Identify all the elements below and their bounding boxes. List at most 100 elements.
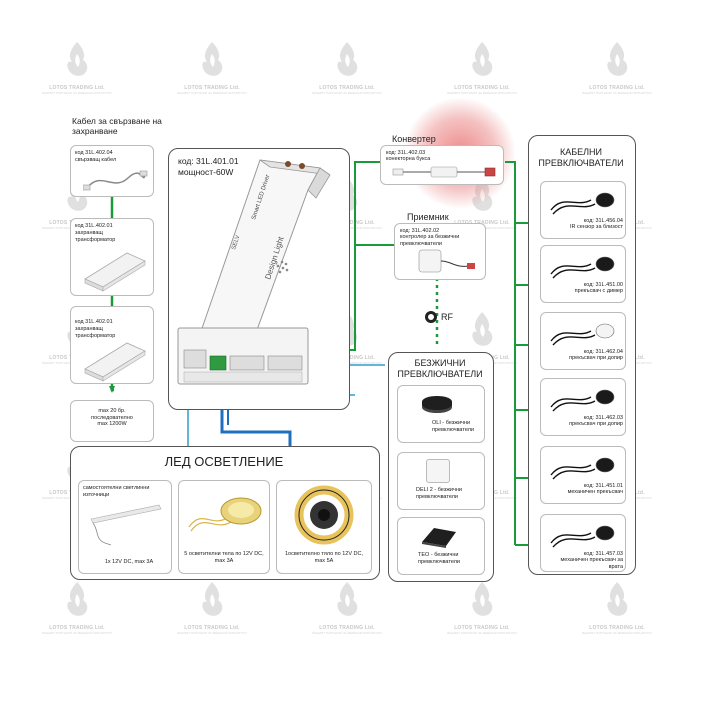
cable-switch-code: код: 31L.451.00 [583,282,623,288]
watermark-tagline: ВАШИЯТ ПАРТНЬОР ЗА МЕБЕЛНИ ФУРНИТУРИ [447,631,517,635]
flame-icon [607,42,628,76]
watermark-tagline: ВАШИЯТ ПАРТНЬОР ЗА МЕБЕЛНИ ФУРНИТУРИ [312,631,382,635]
deli-image [426,459,450,483]
cable-switch-image [550,192,615,215]
green-line-cable-bus [505,161,516,545]
standalone-spec: 1x 12V DC, max 3A [104,559,154,565]
receiver-name: контролер за безжични превключватели [400,234,460,247]
flame-icon [472,42,493,76]
wireless-card-teo: TEO - безжични превключватели [397,517,485,575]
flame-icon [337,42,358,76]
rf-label: RF [441,312,453,322]
watermark-tagline: ВАШИЯТ ПАРТНЬОР ЗА МЕБЕЛНИ ФУРНИТУРИ [447,91,517,95]
standalone-title: самостоятелни светлинни източници [83,485,150,498]
flame-icon [202,582,223,616]
cable-switch-code: код: 31L.462.04 [583,349,623,355]
note-line-3: max 1200W [97,421,127,427]
oli-image [422,396,452,410]
transformer2-code: код 31L.402.01 [75,319,113,325]
left-heading: Кабел за свързване на захранване [72,116,162,136]
transformer1-image [84,252,146,292]
flame-icon [337,582,358,616]
watermark-brand: LOTOS TRADING Ltd. [454,625,510,631]
watermark-logo: LOTOS TRADING Ltd.ВАШИЯТ ПАРТНЬОР ЗА МЕБ… [167,580,257,650]
cable-switch-code: код: 31L.451.01 [583,483,623,489]
strip-image [294,485,354,545]
note-line-2: последователно [91,414,133,421]
strip-spec: 1осветително тяло по 12V DC, max 5A [284,551,364,564]
watermark-tagline: ВАШИЯТ ПАРТНЬОР ЗА МЕБЕЛНИ ФУРНИТУРИ [177,631,247,635]
transformer2-image [84,342,146,382]
cable-switch-name: прекъсвач при допир [569,421,623,427]
flame-icon [202,42,223,76]
cable-switch-code: код: 31L.462.03 [583,415,623,421]
watermark-tagline: ВАШИЯТ ПАРТНЬОР ЗА МЕБЕЛНИ ФУРНИТУРИ [177,91,247,95]
cable-switch-image [550,525,615,548]
cable-switch-name: механичен прекъсвач за врата [560,557,623,570]
watermark-brand: LOTOS TRADING Ltd. [319,625,375,631]
cable-switch-code: код: 31L.457.03 [583,551,623,557]
five-image [188,497,262,532]
watermark-tagline: ВАШИЯТ ПАРТНЬОР ЗА МЕБЕЛНИ ФУРНИТУРИ [42,631,112,635]
cable-switch-image [550,323,615,346]
transformer2-name: захранващ трансформатор [75,326,116,339]
flame-icon [472,312,493,346]
watermark-brand: LOTOS TRADING Ltd. [454,85,510,91]
left-card-transformer-1: код 31L.402.01 захранващ трансформатор [70,218,154,296]
watermark-logo: LOTOS TRADING Ltd.ВАШИЯТ ПАРТНЬОР ЗА МЕБ… [32,40,122,110]
wireless-heading: БЕЗЖИЧНИ ПРЕВКЛЮЧВАТЕЛИ [397,358,483,379]
cable-switch-name: прекъсвач при допир [569,355,623,361]
watermark-brand: LOTOS TRADING Ltd. [184,625,240,631]
transformer1-name: захранващ трансформатор [75,230,116,243]
watermark-logo: LOTOS TRADING Ltd.ВАШИЯТ ПАРТНЬОР ЗА МЕБ… [32,580,122,650]
converter-card: код: 31L.402.03 конекторна букса [380,145,504,185]
watermark-logo: LOTOS TRADING Ltd.ВАШИЯТ ПАРТНЬОР ЗА МЕБ… [572,580,662,650]
watermark-logo: LOTOS TRADING Ltd.ВАШИЯТ ПАРТНЬОР ЗА МЕБ… [437,580,527,650]
note-line-1: max 20 бр. [98,408,126,414]
watermark-logo: LOTOS TRADING Ltd.ВАШИЯТ ПАРТНЬОР ЗА МЕБ… [437,40,527,110]
flame-icon [607,582,628,616]
wireless-card-deli: DELI 2 - безжични превключватели [397,452,485,510]
driver-power: мощност-60W [178,167,234,177]
left-note-card: max 20 бр. последователно max 1200W [70,400,154,442]
watermark-tagline: ВАШИЯТ ПАРТНЬОР ЗА МЕБЕЛНИ ФУРНИТУРИ [42,91,112,95]
watermark-brand: LOTOS TRADING Ltd. [319,85,375,91]
left-card-transformer-2: код 31L.402.01 захранващ трансформатор [70,306,154,384]
converter-image [392,166,496,178]
cable-switch-image [550,256,615,279]
watermark-brand: LOTOS TRADING Ltd. [589,85,645,91]
watermark-logo: LOTOS TRADING Ltd.ВАШИЯТ ПАРТНЬОР ЗА МЕБ… [302,580,392,650]
flame-icon [472,582,493,616]
oli-name: OLI - безжични превключватели [432,420,474,433]
led-heading: ЛЕД ОСВЕТЛЕНИЕ [164,454,284,469]
cable-switches-heading: КАБЕЛНИ ПРЕВКЛЮЧВАТЕЛИ [538,147,624,168]
watermark-brand: LOTOS TRADING Ltd. [589,625,645,631]
led-card-standalone: самостоятелни светлинни източници 1x 12V… [78,480,172,574]
cable-code: код 31L.402.04 [75,150,113,156]
watermark-tagline: ВАШИЯТ ПАРТНЬОР ЗА МЕБЕЛНИ ФУРНИТУРИ [582,631,652,635]
flame-icon [67,42,88,76]
watermark-logo: LOTOS TRADING Ltd.ВАШИЯТ ПАРТНЬОР ЗА МЕБ… [572,40,662,110]
watermark-brand: LOTOS TRADING Ltd. [184,85,240,91]
driver-label-model: SELV [231,235,241,251]
watermark-brand: LOTOS TRADING Ltd. [49,625,105,631]
converter-name: конекторна букса [386,156,431,162]
watermark-brand: LOTOS TRADING Ltd. [49,85,105,91]
transformer1-code: код 31L.402.01 [75,223,113,229]
converter-code: код: 31L.402.03 [386,150,426,156]
wireless-card-oli: OLI - безжични превключватели [397,385,485,443]
cable-switch-code: код: 31L.456.04 [583,218,623,224]
converter-title: Конвертер [392,134,436,144]
watermark-logo: LOTOS TRADING Ltd.ВАШИЯТ ПАРТНЬОР ЗА МЕБ… [167,40,257,110]
rf-icon [425,311,437,323]
watermark-logo: LOTOS TRADING Ltd.ВАШИЯТ ПАРТНЬОР ЗА МЕБ… [302,40,392,110]
deli-name: DELI 2 - безжични превключватели [416,487,462,500]
cable-switch-name: механичен прекъсвач [567,489,623,495]
left-card-cable: код 31L.402.04 свързващ кабел [70,145,154,197]
cable-switch-image [550,457,615,480]
